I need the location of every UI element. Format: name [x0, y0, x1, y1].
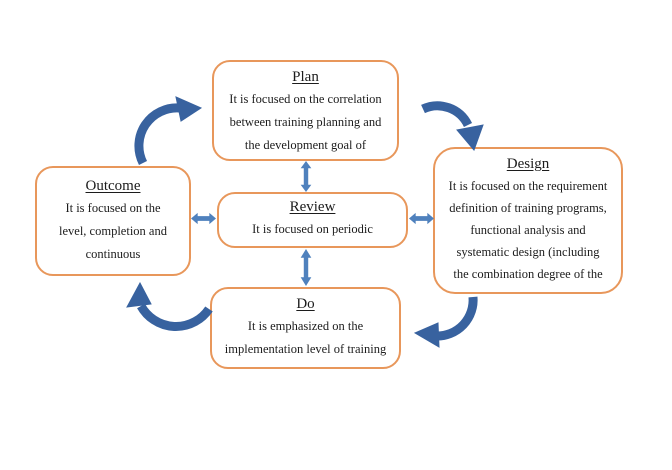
node-design: Design It is focused on the requirement … [433, 147, 623, 294]
node-plan: Plan It is focused on the correlation be… [212, 60, 399, 161]
node-review-body: It is focused on periodic [219, 218, 406, 241]
curved-arrow-design-to-do-icon [413, 296, 478, 348]
curved-arrow-do-to-outcome-icon [126, 282, 213, 331]
node-design-line: the combination degree of the [453, 267, 603, 281]
node-review-line: It is focused on periodic [252, 222, 373, 236]
node-design-title: Design [506, 156, 550, 172]
node-do-title: Do [296, 296, 315, 312]
node-design-body: It is focused on the requirement definit… [435, 175, 621, 285]
double-arrow-review-do-icon [300, 249, 312, 286]
node-plan-line: It is focused on the correlation [229, 92, 382, 106]
node-outcome-title: Outcome [85, 178, 141, 194]
node-review-title: Review [289, 199, 336, 215]
node-outcome-line: level, completion and [59, 224, 167, 238]
node-outcome-line: continuous [85, 247, 141, 261]
node-design-line: systematic design (including [456, 245, 600, 259]
double-arrow-outcome-review-icon [191, 212, 216, 225]
curved-arrow-outcome-to-plan-icon [134, 96, 203, 166]
node-outcome-line: It is focused on the [65, 201, 161, 215]
node-design-line: It is focused on the requirement [448, 179, 608, 193]
node-plan-line: between training planning and [229, 115, 382, 129]
node-do-body: It is emphasized on the implementation l… [212, 315, 399, 361]
node-do-line: It is emphasized on the [247, 319, 364, 333]
node-plan-body: It is focused on the correlation between… [214, 88, 397, 157]
double-arrow-review-design-icon [409, 212, 434, 225]
node-design-line: definition of training programs, [449, 201, 607, 215]
node-outcome: Outcome It is focused on the level, comp… [35, 166, 191, 276]
node-do: Do It is emphasized on the implementatio… [210, 287, 401, 369]
double-arrow-plan-review-icon [300, 161, 312, 192]
node-review: Review It is focused on periodic [217, 192, 408, 248]
node-plan-title: Plan [292, 69, 319, 85]
node-do-line: implementation level of training [224, 342, 387, 356]
curved-arrow-plan-to-design-icon [421, 101, 484, 151]
node-outcome-body: It is focused on the level, completion a… [37, 197, 189, 266]
node-plan-line: the development goal of [244, 138, 367, 152]
node-design-line: functional analysis and [470, 223, 586, 237]
